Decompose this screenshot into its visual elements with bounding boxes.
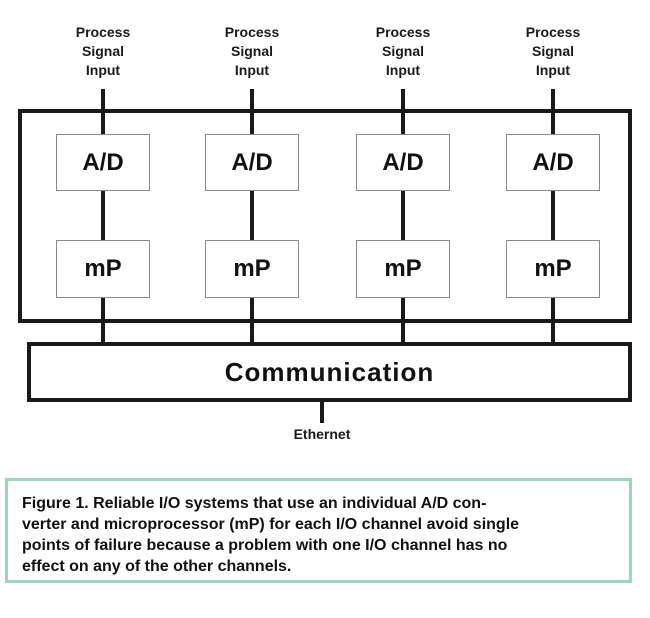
io-system-diagram: Process Signal Input A/D mP Process Sign… xyxy=(18,23,632,442)
adc-label: A/D xyxy=(231,148,273,176)
label-line: Process xyxy=(525,24,581,40)
signal-line xyxy=(551,89,555,342)
communication-label: Communication xyxy=(224,356,435,387)
adc-box: A/D xyxy=(56,134,150,191)
microprocessor-label: mP xyxy=(233,255,271,282)
label-line: Signal xyxy=(381,43,424,59)
process-signal-input-label: Process Signal Input xyxy=(53,23,153,80)
signal-line xyxy=(401,89,405,342)
signal-line xyxy=(101,89,105,342)
label-line: Process xyxy=(75,24,131,40)
io-system-enclosure-box xyxy=(18,109,632,323)
adc-label: A/D xyxy=(532,148,574,176)
microprocessor-box: mP xyxy=(506,240,600,298)
figure-caption-box: Figure 1. Reliable I/O systems that use … xyxy=(5,478,632,583)
ethernet-line xyxy=(320,402,324,423)
adc-box: A/D xyxy=(506,134,600,191)
ethernet-label: Ethernet xyxy=(293,426,351,442)
label-line: Input xyxy=(234,62,270,78)
caption-line: effect on any of the other channels. xyxy=(22,558,292,575)
microprocessor-label: mP xyxy=(534,255,572,282)
caption-line: verter and microprocessor (mP) for each … xyxy=(22,516,520,533)
microprocessor-label: mP xyxy=(384,255,422,282)
signal-line xyxy=(250,89,254,342)
caption-line: Figure 1. Reliable I/O systems that use … xyxy=(22,495,487,512)
adc-label: A/D xyxy=(82,148,124,176)
adc-box: A/D xyxy=(356,134,450,191)
label-line: Process xyxy=(375,24,431,40)
label-line: Input xyxy=(85,62,121,78)
communication-box: Communication xyxy=(27,342,632,402)
label-line: Signal xyxy=(81,43,124,59)
process-signal-input-label: Process Signal Input xyxy=(353,23,453,80)
label-line: Input xyxy=(535,62,571,78)
caption-line: points of failure because a problem with… xyxy=(22,537,508,554)
label-line: Input xyxy=(385,62,421,78)
label-line: Process xyxy=(224,24,280,40)
process-signal-input-label: Process Signal Input xyxy=(202,23,302,80)
microprocessor-box: mP xyxy=(56,240,150,298)
microprocessor-box: mP xyxy=(356,240,450,298)
microprocessor-box: mP xyxy=(205,240,299,298)
label-line: Signal xyxy=(531,43,574,59)
microprocessor-label: mP xyxy=(84,255,122,282)
adc-box: A/D xyxy=(205,134,299,191)
adc-label: A/D xyxy=(382,148,424,176)
label-line: Signal xyxy=(230,43,273,59)
process-signal-input-label: Process Signal Input xyxy=(503,23,603,80)
